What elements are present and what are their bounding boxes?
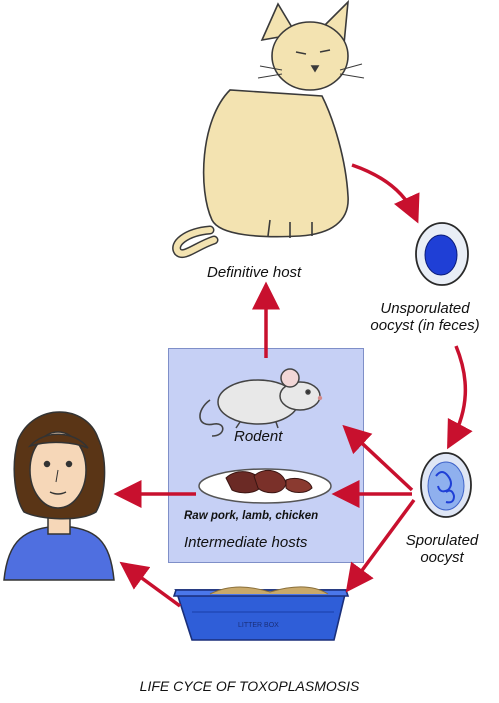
diagram-title: LIFE CYCE OF TOXOPLASMOSIS — [139, 678, 360, 694]
arrow-litter-box-to-human — [119, 561, 182, 608]
raw-meat-plate-illustration — [198, 468, 332, 504]
sporulated-oocyst-label: Sporulated oocyst — [388, 532, 496, 567]
unsporulated-line-1: Unsporulated — [380, 300, 470, 317]
rodent-label: Rodent — [234, 428, 283, 445]
arrow-sporulated-to-rodent — [342, 424, 414, 492]
arrow-cat-to-unsporulated — [351, 163, 420, 224]
intermediate-hosts-label: Intermediate hosts — [184, 534, 308, 551]
sporulated-line-2: oocyst — [420, 549, 464, 567]
sporulated-line-1: Sporulated — [405, 532, 479, 549]
arrow-sporulated-to-litter-box — [345, 498, 416, 593]
litter-box-label: LITTER BOX — [238, 622, 279, 629]
definitive-host-label: Definitive host — [207, 264, 302, 281]
unsporulated-line-2: oocyst (in feces) — [370, 317, 480, 335]
human-illustration — [3, 411, 115, 581]
rodent-illustration — [199, 368, 323, 437]
unsporulated-oocyst-label: Unsporulated oocyst (in feces) — [352, 300, 498, 335]
arrow-unsporulated-to-sporulated — [447, 345, 473, 450]
sporulated-oocyst-icon — [420, 452, 472, 518]
meat-label: Raw pork, lamb, chicken — [184, 510, 319, 522]
litter-box-illustration — [172, 586, 350, 641]
unsporulated-oocyst-icon — [415, 222, 469, 286]
cat-illustration — [172, 0, 365, 258]
cycle-arrows — [113, 163, 473, 608]
